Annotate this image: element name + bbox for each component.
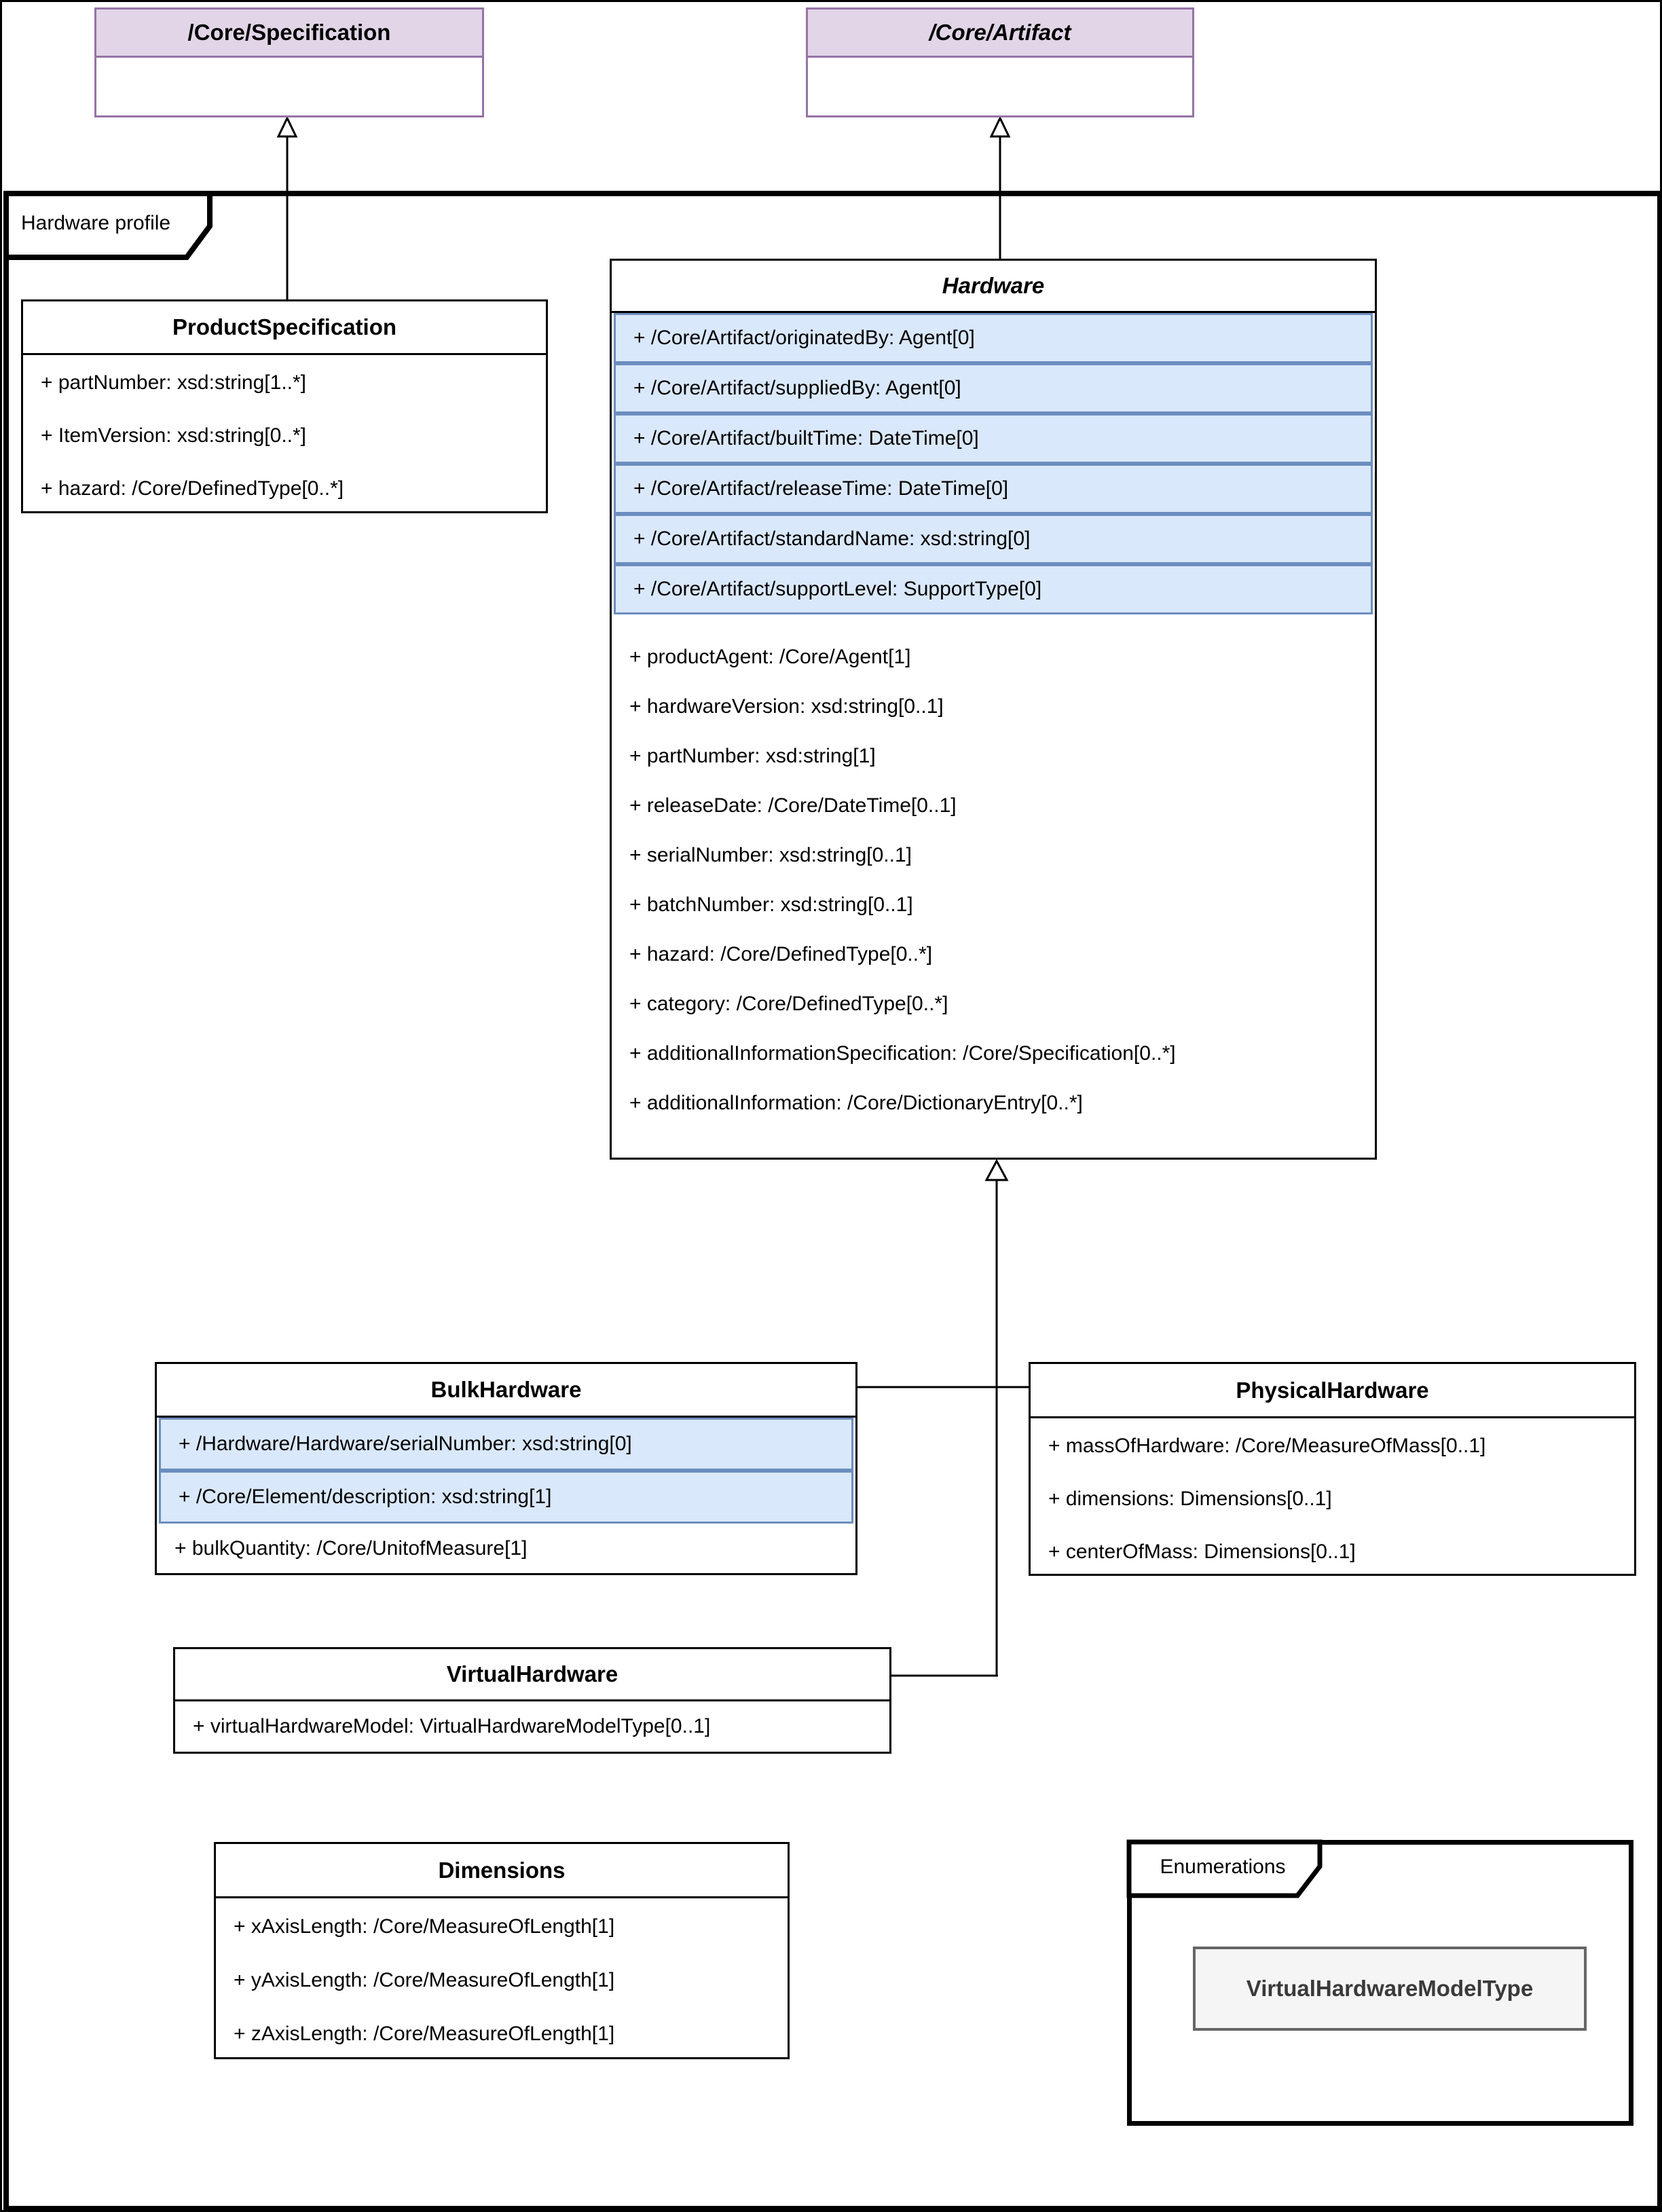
attribute: + virtualHardwareModel: VirtualHardwareM…	[193, 1715, 711, 1737]
class-physical-hardware[interactable]: PhysicalHardware + massOfHardware: /Core…	[1029, 1362, 1636, 1576]
class-title-dimensions: Dimensions	[216, 1844, 788, 1898]
class-title-virtual-hardware: VirtualHardware	[175, 1649, 889, 1701]
attribute: + dimensions: Dimensions[0..1]	[1048, 1488, 1332, 1510]
class-product-specification[interactable]: ProductSpecification + partNumber: xsd:s…	[21, 299, 548, 513]
attribute: + centerOfMass: Dimensions[0..1]	[1048, 1541, 1356, 1563]
attribute: + zAxisLength: /Core/MeasureOfLength[1]	[234, 2022, 615, 2045]
package-label-hardware-profile: Hardware profile	[21, 212, 171, 234]
attribute: + serialNumber: xsd:string[0..1]	[629, 843, 912, 866]
attribute: + additionalInformation: /Core/Dictionar…	[629, 1091, 1083, 1114]
attribute: + additionalInformationSpecification: /C…	[629, 1042, 1176, 1065]
inherited-attribute: + /Core/Artifact/releaseTime: DateTime[0…	[614, 464, 1373, 514]
inherited-attribute: + /Core/Artifact/builtTime: DateTime[0]	[614, 413, 1373, 464]
generalization-arrowhead-hardware	[984, 1158, 1009, 1181]
class-title-product-specification: ProductSpecification	[23, 301, 546, 355]
class-title-physical-hardware: PhysicalHardware	[1031, 1364, 1634, 1418]
inherited-attribute: + /Core/Artifact/standardName: xsd:strin…	[614, 514, 1373, 564]
attribute: + releaseDate: /Core/DateTime[0..1]	[629, 794, 957, 817]
class-title-hardware: Hardware	[612, 261, 1375, 313]
attribute: + batchNumber: xsd:string[0..1]	[629, 893, 913, 916]
class-virtual-hardware[interactable]: VirtualHardware + virtualHardwareModel: …	[173, 1647, 891, 1754]
attribute: + hazard: /Core/DefinedType[0..*]	[629, 942, 933, 965]
class-title-core-specification: /Core/Specification	[96, 10, 482, 58]
class-body-core-artifact	[808, 58, 1192, 115]
generalization-arrowhead-specification	[276, 115, 298, 138]
inherited-attribute: + /Core/Element/description: xsd:string[…	[159, 1471, 853, 1524]
class-title-core-artifact: /Core/Artifact	[808, 10, 1192, 58]
attribute: + bulkQuantity: /Core/UnitofMeasure[1]	[174, 1536, 528, 1560]
inherited-attribute: + /Hardware/Hardware/serialNumber: xsd:s…	[159, 1418, 853, 1471]
inherited-attribute: + /Core/Artifact/originatedBy: Agent[0]	[614, 313, 1373, 363]
class-bulk-hardware[interactable]: BulkHardware + /Hardware/Hardware/serial…	[155, 1362, 857, 1575]
class-core-artifact[interactable]: /Core/Artifact	[806, 7, 1194, 117]
attribute: + productAgent: /Core/Agent[1]	[629, 645, 911, 668]
generalization-arrowhead-artifact	[989, 115, 1011, 138]
bulk-inherited-compartment: + /Hardware/Hardware/serialNumber: xsd:s…	[157, 1418, 855, 1524]
attribute: + hazard: /Core/DefinedType[0..*]	[41, 477, 344, 500]
package-label-enumerations: Enumerations	[1160, 1856, 1286, 1878]
class-core-specification[interactable]: /Core/Specification	[94, 7, 484, 117]
package-hardware-profile[interactable]	[3, 191, 1660, 2210]
class-body-core-specification	[96, 58, 482, 115]
attribute: + partNumber: xsd:string[1..*]	[41, 371, 306, 394]
package-enumerations[interactable]	[1127, 1840, 1633, 2126]
attribute: + yAxisLength: /Core/MeasureOfLength[1]	[234, 1968, 615, 1991]
package-tab-hardware-profile[interactable]	[3, 191, 213, 260]
enumeration-virtual-hardware-model-type[interactable]: VirtualHardwareModelType	[1193, 1947, 1587, 2031]
inherited-attribute: + /Core/Artifact/supportLevel: SupportTy…	[614, 564, 1373, 614]
class-hardware[interactable]: Hardware + /Core/Artifact/originatedBy: …	[610, 259, 1377, 1160]
inherited-attribute: + /Core/Artifact/suppliedBy: Agent[0]	[614, 363, 1373, 413]
attribute: + hardwareVersion: xsd:string[0..1]	[629, 695, 944, 718]
attribute: + partNumber: xsd:string[1]	[629, 744, 876, 767]
attribute: + massOfHardware: /Core/MeasureOfMass[0.…	[1048, 1435, 1486, 1457]
hardware-attributes-compartment: + productAgent: /Core/Agent[1] + hardwar…	[612, 614, 1375, 1158]
class-dimensions[interactable]: Dimensions + xAxisLength: /Core/MeasureO…	[214, 1842, 790, 2059]
hardware-inherited-compartment: + /Core/Artifact/originatedBy: Agent[0] …	[612, 313, 1375, 614]
package-tab-enumerations[interactable]	[1126, 1839, 1323, 1898]
attribute: + category: /Core/DefinedType[0..*]	[629, 992, 948, 1015]
class-title-bulk-hardware: BulkHardware	[157, 1364, 855, 1418]
attribute: + xAxisLength: /Core/MeasureOfLength[1]	[234, 1915, 615, 1938]
attribute: + ItemVersion: xsd:string[0..*]	[41, 424, 307, 447]
